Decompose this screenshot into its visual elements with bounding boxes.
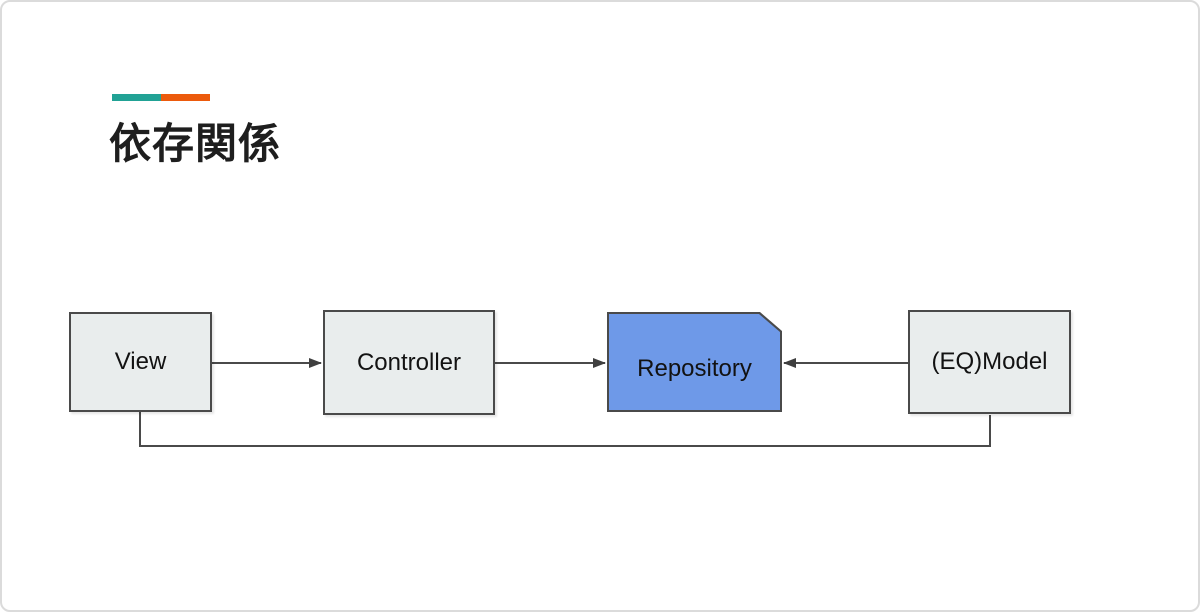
title-accent-bar — [112, 94, 210, 101]
node-model: (EQ)Model — [908, 310, 1071, 414]
node-repository-fill: Repository — [609, 314, 780, 410]
node-controller-label: Controller — [356, 348, 462, 376]
page-title: 依存関係 — [109, 120, 282, 167]
node-view: View — [69, 312, 212, 412]
accent-orange-segment — [161, 94, 210, 101]
accent-teal-segment — [112, 94, 161, 101]
edge-view-to-model-bottom-bus — [139, 412, 991, 447]
node-controller: Controller — [323, 310, 495, 415]
node-repository-label: Repository — [637, 355, 752, 382]
node-repository: Repository — [607, 312, 782, 412]
node-model-label: (EQ)Model — [931, 348, 1048, 375]
node-view-label: View — [114, 348, 167, 375]
